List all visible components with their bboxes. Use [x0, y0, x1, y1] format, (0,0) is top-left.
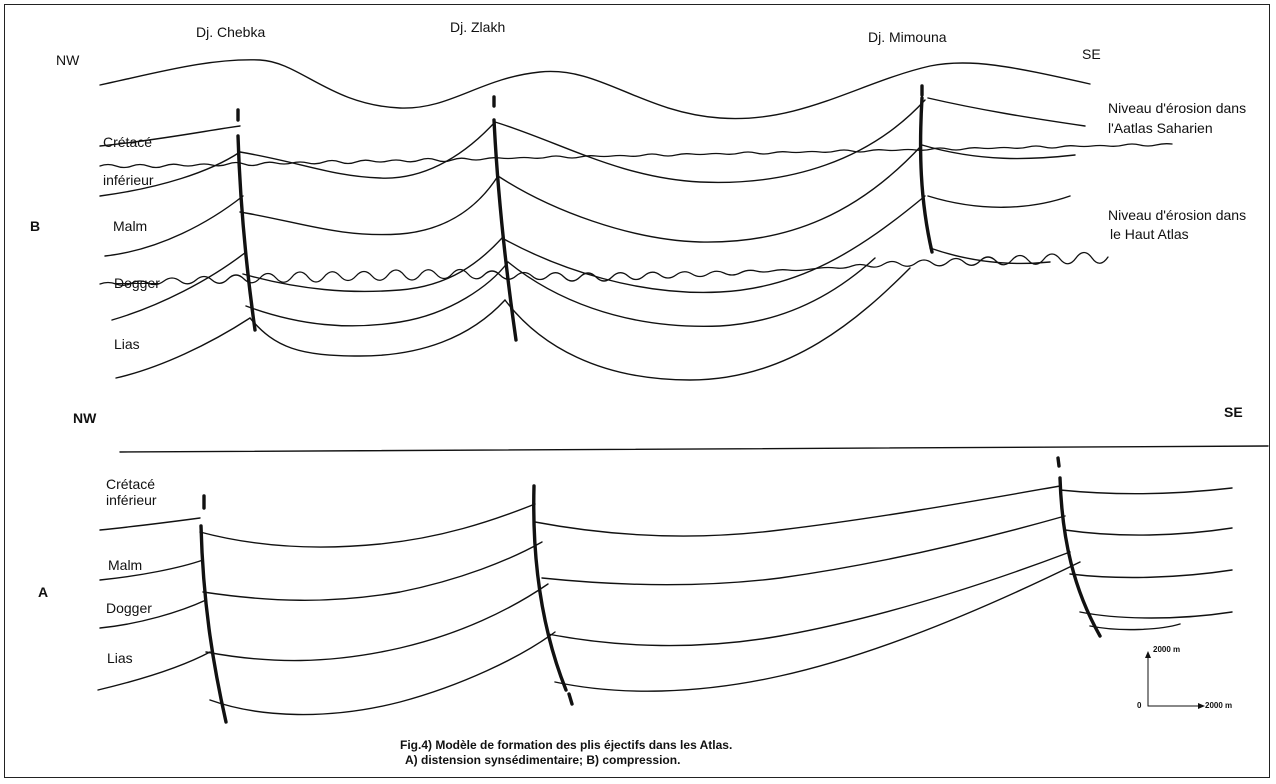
- scale-bar: [1145, 651, 1205, 709]
- scale-arrow-up: [1145, 651, 1151, 658]
- section-b-horizon-3: [104, 195, 244, 257]
- section-a-layer-malm: Malm: [108, 557, 143, 573]
- section-b-horizon-5: [115, 317, 251, 379]
- section-b-layer-inferieur: inférieur: [103, 172, 154, 188]
- section-a-layer-lias: Lias: [107, 650, 133, 666]
- section-b-horizon-5: [249, 299, 506, 357]
- section-a-horizon-1: [534, 485, 1061, 537]
- figure-caption: Fig.4) Modèle de formation des plis éjec…: [400, 738, 920, 768]
- fault-mimouna-b: [918, 96, 934, 254]
- section-a-faults: [199, 456, 1102, 724]
- section-a-horizon-1: [99, 517, 201, 531]
- section-a-horizon-3: [205, 583, 549, 662]
- section-b-erosion-levels: [99, 143, 1173, 286]
- section-a-horizon-4: [554, 561, 1081, 692]
- fault-zlakh-a: [532, 484, 568, 692]
- fault-tick: [567, 692, 574, 706]
- section-a-layer-dogger: Dogger: [106, 600, 152, 616]
- section-b-horizon-4: [111, 251, 247, 321]
- section-b-horizon-1: [239, 121, 496, 179]
- section-a-horizon-2: [541, 515, 1066, 586]
- section-b-faults: [236, 84, 934, 342]
- section-b-se-label: SE: [1082, 46, 1101, 62]
- section-b-strata: [99, 59, 1091, 381]
- section-b-horizon-2: [497, 144, 923, 243]
- section-a-label: A: [38, 584, 49, 600]
- section-b-horizon-1: [99, 125, 241, 147]
- caption-line2: A) distension synsédimentaire; B) compre…: [405, 753, 681, 767]
- section-a-nw-label: NW: [73, 410, 97, 426]
- section-b-horizon-3: [927, 195, 1071, 208]
- section-a-horizon-1: [199, 503, 536, 548]
- fault-zlakh-b: [492, 118, 518, 342]
- erosion-level-saharien: [99, 143, 1173, 169]
- fault-tick: [1056, 456, 1061, 468]
- section-b-label: B: [30, 218, 41, 234]
- scale-vertical-label: 2000 m: [1153, 645, 1181, 654]
- scale-horizontal-label: 2000 m: [1205, 701, 1233, 710]
- section-a-strata: [97, 485, 1233, 716]
- fault-mimouna-a: [1058, 476, 1102, 638]
- section-a-layer-cretace: Crétacé: [106, 476, 156, 492]
- section-a-se-label: SE: [1224, 404, 1243, 420]
- section-a-horizon-2: [99, 559, 204, 581]
- section-b-horizon-4: [929, 247, 1051, 265]
- section-a-horizon-3: [99, 599, 207, 629]
- erosion-haut-atlas-line1: Niveau d'érosion dans: [1108, 207, 1247, 223]
- mountain-label-chebka: Dj. Chebka: [196, 24, 266, 40]
- caption-line1: Fig.4) Modèle de formation des plis éjec…: [400, 738, 733, 752]
- section-a-horizon-4: [1079, 611, 1233, 619]
- section-b-nw-label: NW: [56, 52, 80, 68]
- section-b-horizon-1: [927, 97, 1086, 127]
- section-b-horizon-3: [242, 237, 503, 293]
- section-b-layer-malm: Malm: [113, 218, 148, 234]
- section-a-horizon-4: [97, 651, 211, 691]
- section-a-horizon-3: [547, 551, 1071, 647]
- mountain-label-mimouna: Dj. Mimouna: [868, 29, 947, 45]
- section-b-topography: [99, 59, 1091, 120]
- section-b-horizon-4: [507, 257, 876, 328]
- fault-chebka-b: [236, 134, 257, 332]
- section-b-layer-lias: Lias: [114, 336, 140, 352]
- section-b-horizon-2: [239, 175, 499, 236]
- section-a-horizon-1: [1059, 487, 1233, 495]
- section-a-layer-inferieur: inférieur: [106, 492, 157, 508]
- section-a-horizon-5: [1089, 623, 1181, 631]
- section-b-horizon-2: [921, 144, 1076, 160]
- erosion-saharien-line2: l'Aatlas Saharien: [1108, 120, 1213, 136]
- scale-arrow-right: [1198, 703, 1205, 709]
- section-a-surface-line: [119, 445, 1269, 453]
- section-b-layer-cretace: Crétacé: [103, 134, 153, 150]
- erosion-saharien-line1: Niveau d'érosion dans: [1108, 100, 1247, 116]
- erosion-level-haut-atlas: [99, 251, 1109, 286]
- section-b-horizon-5: [504, 267, 911, 381]
- section-b-horizon-3: [501, 195, 926, 294]
- figure-frame: [4, 4, 1270, 778]
- section-b-layer-dogger: Dogger: [114, 275, 160, 291]
- erosion-haut-atlas-line2: le Haut Atlas: [1110, 226, 1189, 242]
- section-b-horizon-2: [99, 151, 241, 197]
- mountain-label-zlakh: Dj. Zlakh: [450, 19, 506, 35]
- section-b-horizon-4: [245, 261, 509, 327]
- section-a-horizon-2: [1064, 527, 1233, 536]
- scale-origin-label: 0: [1137, 701, 1142, 710]
- section-a-horizon-2: [202, 541, 543, 601]
- section-b-horizon-1: [494, 99, 926, 184]
- section-a-horizon-4: [209, 631, 556, 716]
- fault-chebka-a: [199, 524, 228, 724]
- section-a-horizon-3: [1069, 569, 1233, 579]
